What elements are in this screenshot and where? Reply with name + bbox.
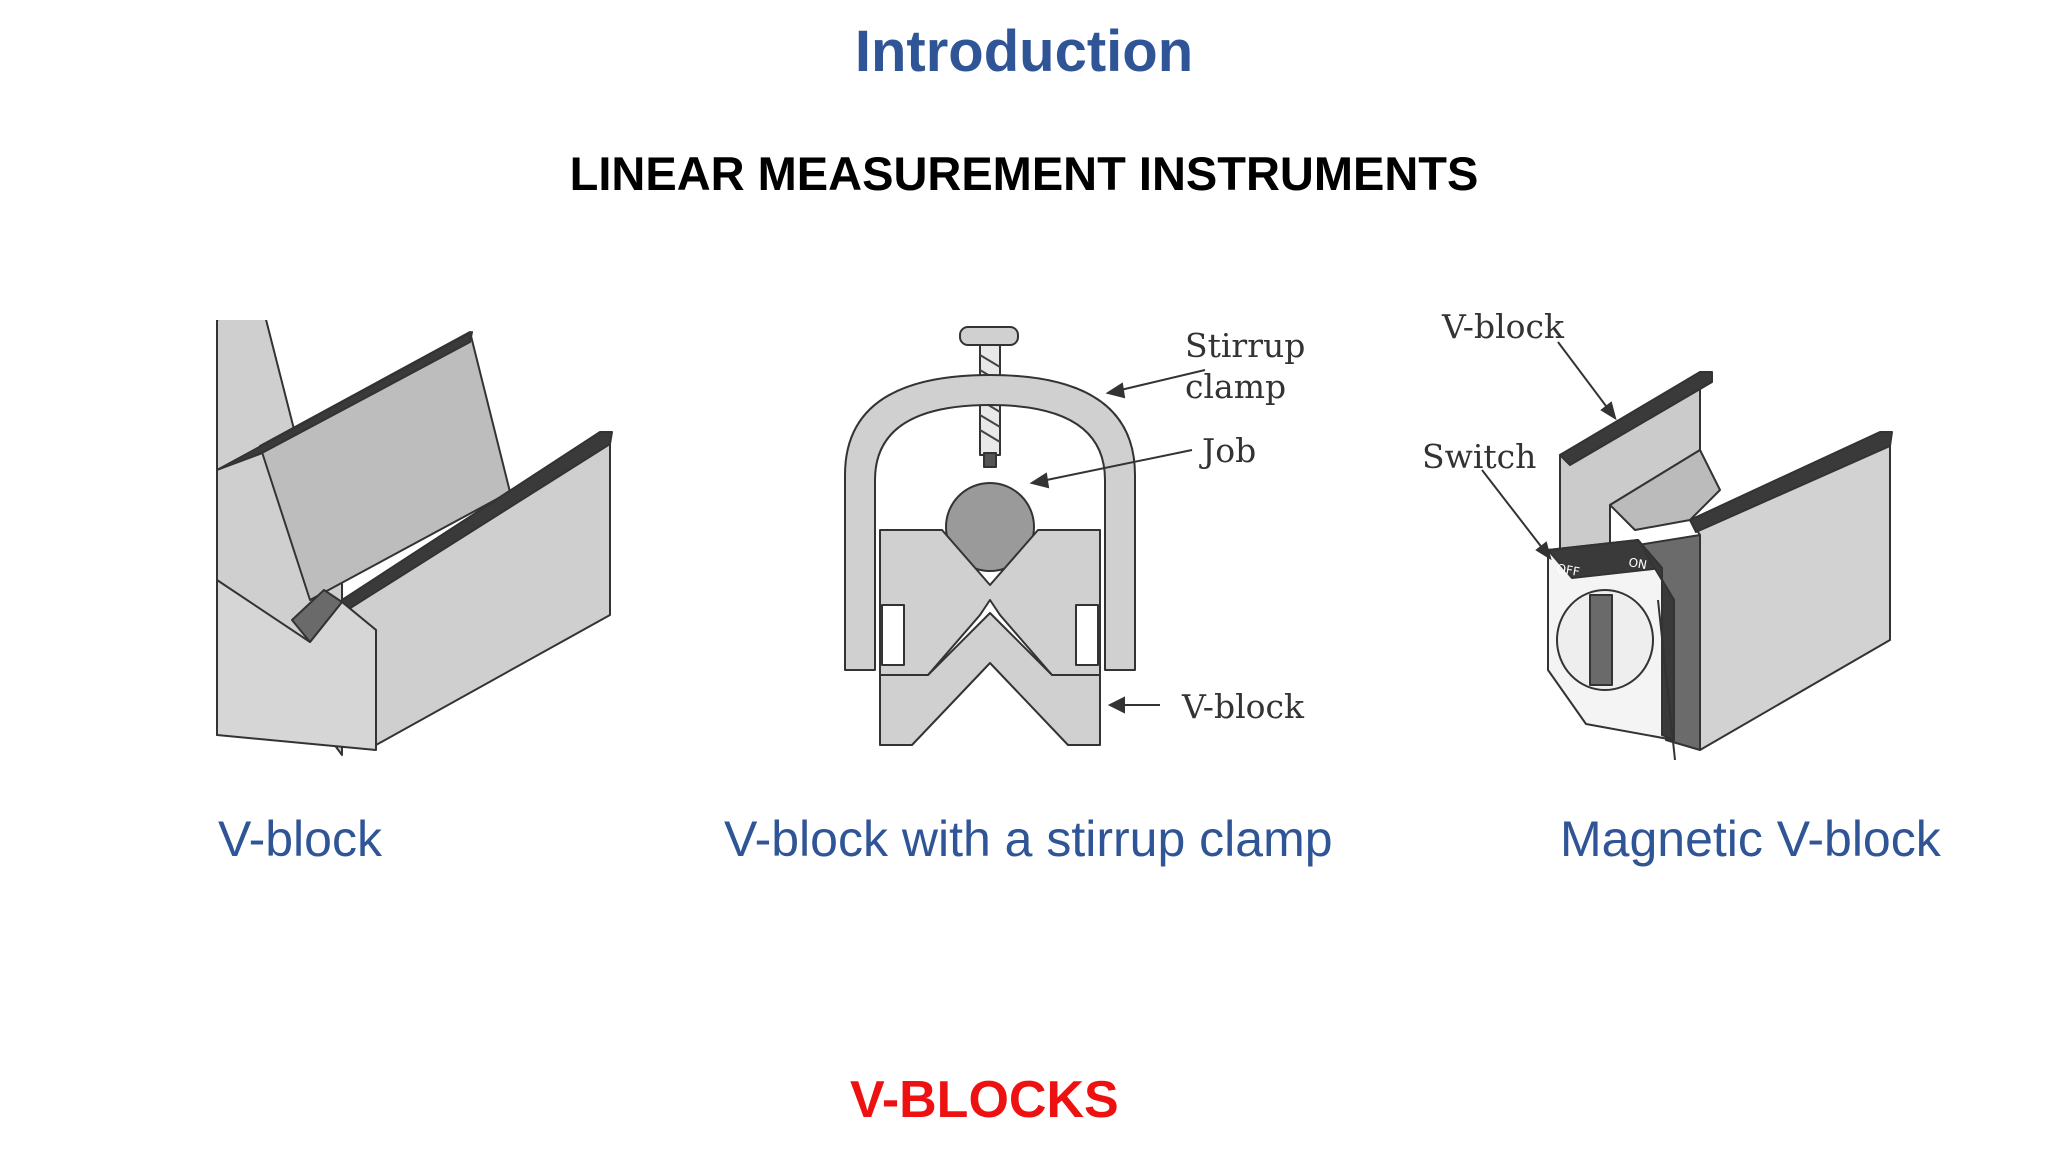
switch-on-label: ON	[1627, 555, 1648, 572]
switch-knob	[1589, 594, 1613, 686]
stirrup-arrow	[1107, 369, 1206, 394]
label-stirrup: Stirrup	[1185, 326, 1305, 365]
job-ball	[945, 482, 1035, 572]
footer-label: V-BLOCKS	[850, 1071, 1119, 1129]
mag-v-face	[1609, 449, 1721, 531]
label-mag-v-block: V-block	[1441, 307, 1565, 346]
slide-subtitle: LINEAR MEASUREMENT INSTRUMENTS	[569, 147, 1479, 200]
magnetic-v-block-figure: V-block Switch OFF ON	[1400, 300, 1920, 770]
slot-right	[1075, 604, 1099, 666]
caption-magnetic-v-block: Magnetic V-block	[1560, 811, 1941, 867]
stirrup-clamp-body	[844, 374, 1136, 671]
v-block-pointer	[1557, 341, 1616, 419]
screw-head	[959, 326, 1019, 346]
label-v-block: V-block	[1181, 687, 1305, 726]
screw-tip	[983, 452, 997, 468]
slot-left	[881, 604, 905, 666]
stirrup-clamp-illustration: Stirrup clamp Job V-block	[844, 326, 1305, 746]
v-block-notch	[291, 589, 343, 643]
switch-plate-side	[1637, 539, 1675, 741]
magnetic-v-block-illustration: V-block Switch OFF ON	[1422, 307, 1893, 761]
v-block-top-left	[216, 331, 473, 471]
slide-title: Introduction	[854, 19, 1194, 84]
job-arrow	[1031, 449, 1193, 484]
switch-pointer	[1481, 469, 1551, 559]
switch-off-label: OFF	[1555, 561, 1580, 579]
v-block-figure	[200, 320, 640, 760]
label-switch: Switch	[1422, 437, 1536, 476]
label-clamp: clamp	[1185, 367, 1286, 406]
caption-v-block: V-block	[218, 811, 382, 867]
mag-top-left	[1559, 371, 1713, 466]
caption-stirrup-clamp: V-block with a stirrup clamp	[724, 811, 1333, 867]
v-block-illustration	[216, 320, 613, 756]
v-block-section-lower	[879, 612, 1101, 746]
stirrup-clamp-figure: Stirrup clamp Job V-block	[830, 315, 1330, 755]
mag-top-right	[1689, 431, 1893, 533]
switch-line	[1657, 599, 1676, 761]
label-job: Job	[1199, 431, 1256, 470]
